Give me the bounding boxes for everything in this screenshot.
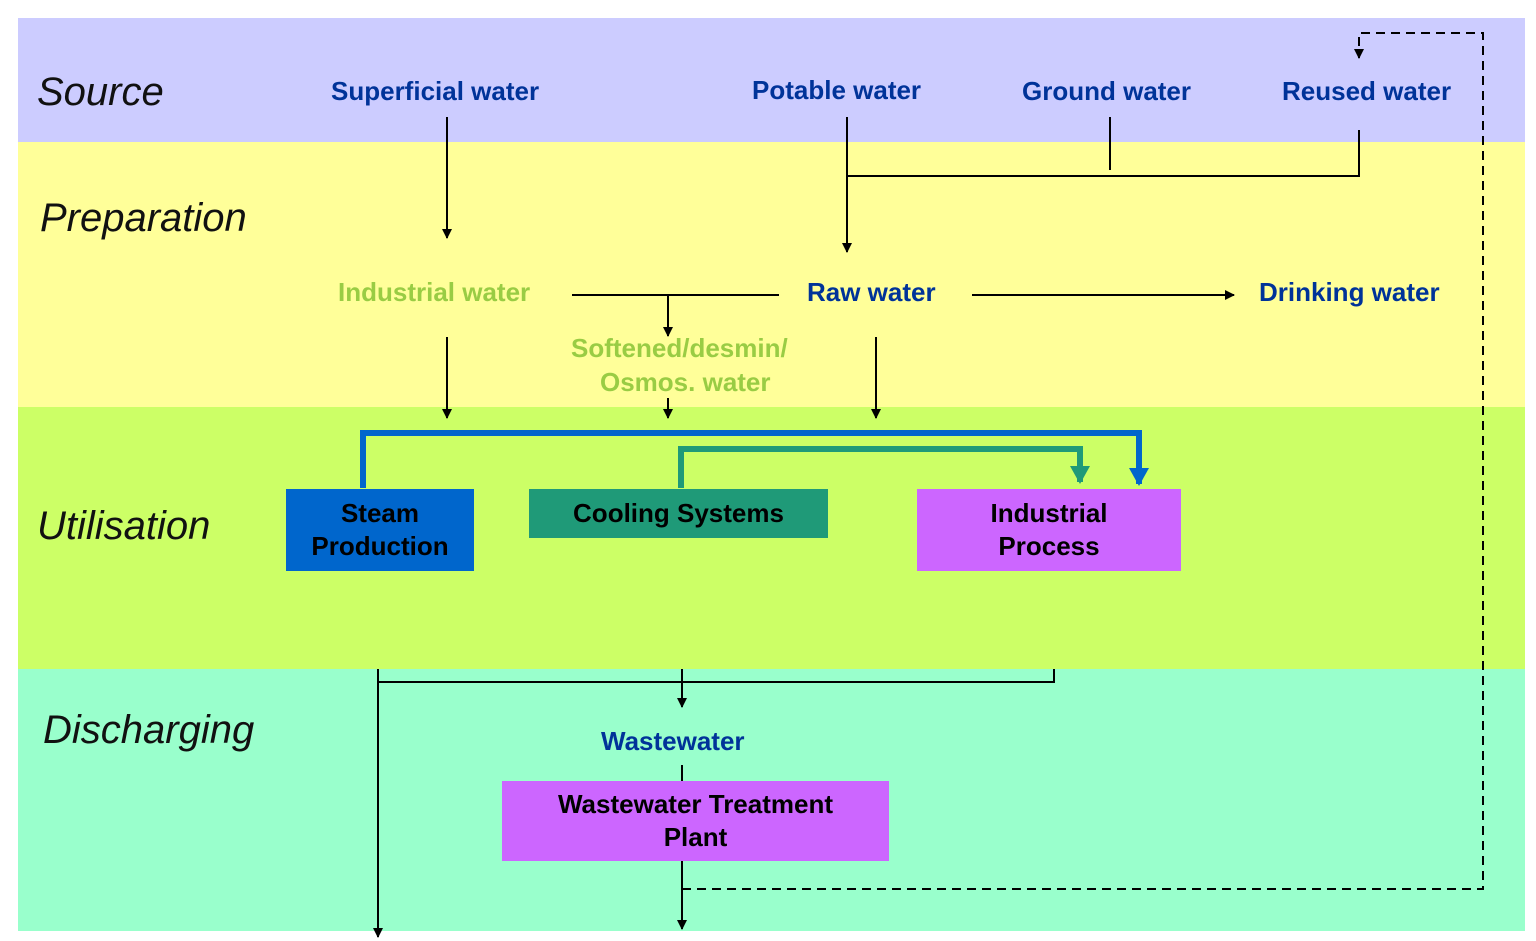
box-cooling-systems-label: Cooling Systems: [573, 498, 784, 528]
label-raw-water: Raw water: [807, 277, 936, 307]
band-label-preparation: Preparation: [40, 196, 247, 240]
label-wastewater: Wastewater: [601, 726, 745, 756]
label-industrial-water: Industrial water: [338, 277, 531, 307]
box-industrial-process: Industrial Process: [917, 489, 1181, 571]
band-preparation: [18, 142, 1525, 407]
box-industrial-process-label: Industrial Process: [990, 498, 1108, 561]
box-wastewater-treatment-plant: Wastewater Treatment Plant: [502, 781, 889, 861]
label-softened-water-line1: Softened/desmin/: [571, 333, 788, 363]
box-wastewater-treatment-plant-label: Wastewater Treatment Plant: [557, 789, 834, 852]
label-softened-water-line2: Osmos. water: [600, 367, 771, 397]
arrow-cooling-to-process: [678, 446, 1090, 488]
box-steam-production-label: Steam Production: [311, 498, 449, 561]
band-source: [18, 18, 1525, 142]
box-cooling-systems: Cooling Systems: [529, 489, 828, 538]
band-label-utilisation: Utilisation: [37, 504, 211, 548]
arrow-steam-to-process: [360, 430, 1149, 488]
line-ground-reused-merge: [847, 130, 1360, 177]
label-ground-water: Ground water: [1022, 76, 1192, 106]
box-steam-production: Steam Production: [286, 489, 474, 571]
label-superficial-water: Superficial water: [331, 76, 540, 106]
line-reuse-loop: [682, 32, 1484, 890]
band-label-source: Source: [37, 70, 164, 114]
label-drinking-water: Drinking water: [1259, 277, 1440, 307]
label-potable-water: Potable water: [752, 75, 922, 105]
label-reused-water: Reused water: [1282, 76, 1452, 106]
line-discharge-collect: [378, 669, 1055, 683]
band-label-discharging: Discharging: [43, 708, 255, 752]
